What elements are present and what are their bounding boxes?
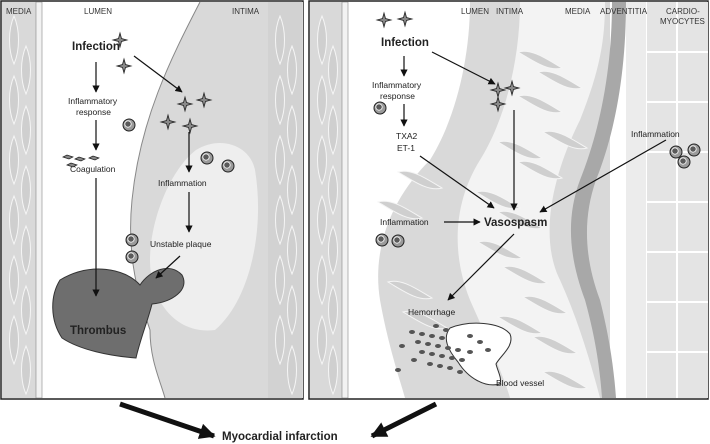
left-header-media: MEDIA: [6, 7, 32, 16]
left-infection-label: Infection: [72, 41, 120, 53]
et1-label: ET-1: [397, 143, 415, 153]
left-panel: MEDIA LUMEN INTIMA Infection Inflammator…: [0, 0, 304, 400]
right-pathway-arrows: [400, 51, 667, 301]
right-header-cardio-line2: MYOCYTES: [660, 17, 705, 26]
left-header-intima: INTIMA: [232, 7, 260, 16]
vasospasm-label: Vasospasm: [484, 217, 547, 229]
cardiomyocyte-grid: [645, 2, 708, 398]
blood-vessel-shape: [445, 322, 512, 386]
left-media-wall: [2, 2, 36, 398]
hemorrhage-label: Hemorrhage: [408, 307, 456, 317]
right-header-cardio-line1: CARDIO-: [666, 7, 700, 16]
myocardial-infarction-label: Myocardial infarction: [222, 431, 338, 443]
left-pathway-arrows: [92, 55, 193, 297]
hemorrhage-dots: [395, 324, 491, 374]
right-inflammation-left-label: Inflammation: [380, 217, 429, 227]
left-inflammatory-line1: Inflammatory: [68, 96, 118, 106]
thrombus-label: Thrombus: [70, 325, 126, 337]
right-header-media: MEDIA: [565, 7, 591, 16]
right-header-adventitia: ADVENTITIA: [600, 7, 648, 16]
left-header-lumen: LUMEN: [84, 7, 112, 16]
left-inflammatory-line2: response: [76, 107, 111, 117]
right-inflammatory-line1: Inflammatory: [372, 80, 422, 90]
left-inflammation-label: Inflammation: [158, 178, 207, 188]
right-intima-light: [457, 2, 605, 398]
right-panel: LUMEN INTIMA MEDIA ADVENTITIA CARDIO- MY…: [308, 0, 709, 400]
right-header-lumen: LUMEN: [461, 7, 489, 16]
blood-vessel-label: Blood vessel: [496, 378, 544, 388]
left-internal-elastic: [35, 1, 43, 399]
right-inflammation-right-label: Inflammation: [631, 129, 680, 139]
thrombus-shape: [52, 267, 185, 359]
right-infection-label: Infection: [381, 37, 429, 49]
left-coagulation-label: Coagulation: [70, 164, 116, 174]
txa2-label: TXA2: [396, 131, 418, 141]
right-adventitia-band: [626, 2, 646, 398]
left-unstable-plaque-label: Unstable plaque: [150, 239, 212, 249]
adventitia-stripe: [570, 2, 626, 398]
outcome-arrows: [119, 401, 438, 439]
right-internal-elastic: [341, 1, 349, 399]
right-inflammatory-line2: response: [380, 91, 415, 101]
right-side-media-wall: [268, 2, 302, 398]
right-header-intima: INTIMA: [496, 7, 524, 16]
